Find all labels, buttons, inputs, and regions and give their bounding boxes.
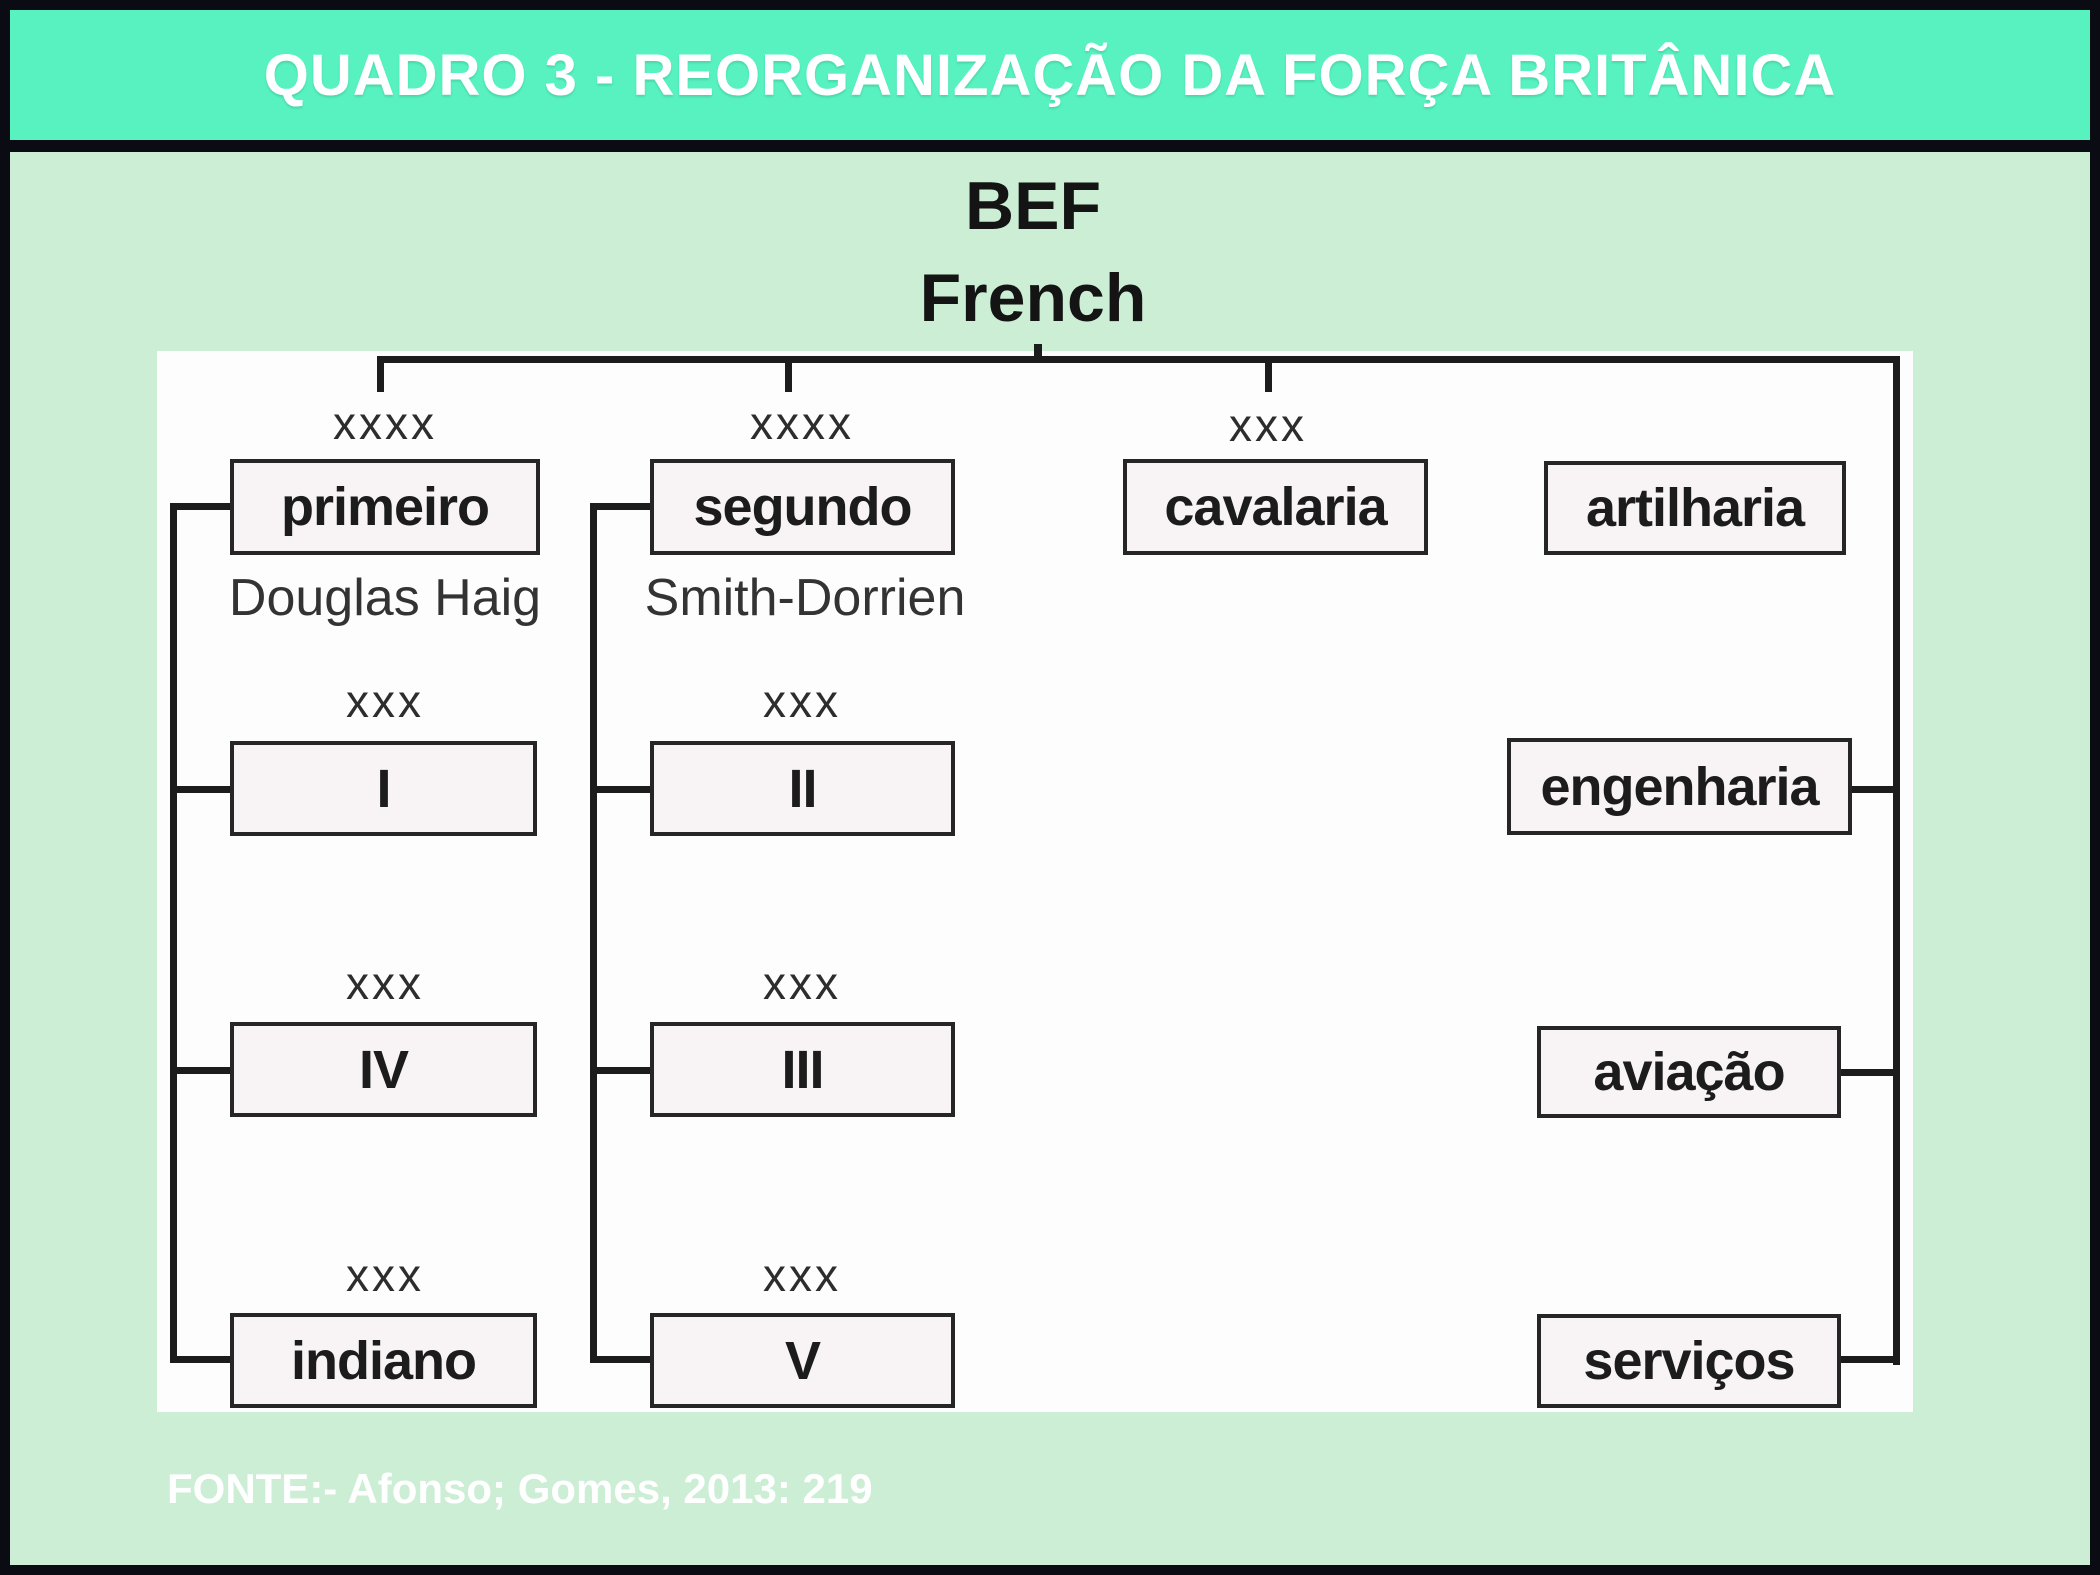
connector-root-nub: [1034, 344, 1042, 358]
source-citation: FONTE:- Afonso; Gomes, 2013: 219: [167, 1465, 873, 1512]
node-corps-i: I: [230, 741, 537, 836]
connector-corps-v: [590, 1356, 652, 1363]
commander-army1: Douglas Haig: [228, 569, 542, 627]
connector-corps-indiano: [170, 1356, 232, 1363]
connector-top-horizontal: [377, 356, 1900, 363]
connector-corps-ii: [590, 786, 652, 793]
node-engenharia: engenharia: [1507, 738, 1852, 835]
node-cavalaria: cavalaria: [1123, 459, 1428, 555]
connector-corps-iv: [170, 1067, 232, 1074]
connector-drop-segundo: [785, 356, 792, 392]
connector-corps-i: [170, 786, 232, 793]
node-corps-v: V: [650, 1313, 955, 1408]
header-separator: [10, 140, 2090, 152]
header-bar: QUADRO 3 - REORGANIZAÇÃO DA FORÇA BRITÂN…: [10, 10, 2090, 140]
connector-rail-army2: [590, 503, 597, 1363]
node-corps-iii: III: [650, 1022, 955, 1117]
slide-title: QUADRO 3 - REORGANIZAÇÃO DA FORÇA BRITÂN…: [263, 42, 1837, 108]
node-corps-indiano: indiano: [230, 1313, 537, 1408]
node-segundo: segundo: [650, 459, 955, 555]
rank-army1: xxxx: [333, 397, 437, 449]
rank-cavalaria: xxx: [1229, 399, 1307, 451]
rank-corps-v: xxx: [763, 1249, 841, 1301]
node-servicos: serviços: [1537, 1314, 1841, 1408]
rank-army2: xxxx: [750, 397, 854, 449]
connector-engenharia: [1850, 786, 1898, 793]
node-corps-ii: II: [650, 741, 955, 836]
rank-corps-indiano: xxx: [346, 1249, 424, 1301]
commander-army2: Smith-Dorrien: [644, 569, 966, 627]
connector-drop-primeiro: [377, 356, 384, 392]
connector-servicos: [1839, 1356, 1898, 1363]
org-root-commander: French: [919, 260, 1147, 336]
connector-segundo: [590, 503, 652, 510]
rank-corps-iv: xxx: [346, 957, 424, 1009]
rank-corps-ii: xxx: [763, 675, 841, 727]
connector-primeiro: [170, 503, 232, 510]
node-artilharia: artilharia: [1544, 461, 1846, 555]
rank-corps-i: xxx: [346, 675, 424, 727]
rank-corps-iii: xxx: [763, 957, 841, 1009]
connector-drop-cavalaria: [1265, 356, 1272, 392]
connector-aviacao: [1839, 1069, 1898, 1076]
node-primeiro: primeiro: [230, 459, 540, 555]
node-aviacao: aviação: [1537, 1026, 1841, 1118]
connector-corps-iii: [590, 1067, 652, 1074]
node-corps-iv: IV: [230, 1022, 537, 1117]
org-root-label: BEF: [965, 168, 1101, 244]
connector-right-rail: [1893, 356, 1900, 1365]
connector-rail-army1: [170, 503, 177, 1363]
